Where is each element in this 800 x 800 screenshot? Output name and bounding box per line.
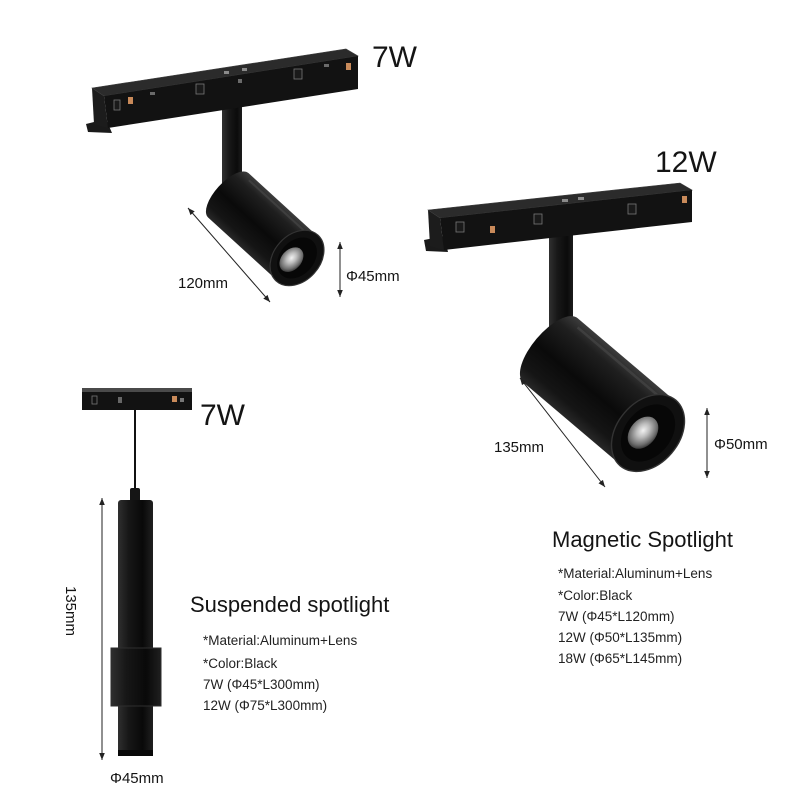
copper-contact [346, 63, 351, 70]
top-marker [242, 68, 247, 71]
suspended-spotlight-specs: Suspended spotlight *Material:Aluminum+L… [190, 592, 389, 713]
spec-title: Magnetic Spotlight [552, 527, 733, 552]
wattage-label: 7W [372, 41, 418, 74]
length-dimension-line [187, 207, 271, 303]
magnetic-spotlight-specs: Magnetic Spotlight *Material:Aluminum+Le… [552, 527, 733, 666]
contact-slot [533, 213, 543, 225]
top-marker [224, 71, 229, 74]
spec-title: Suspended spotlight [190, 592, 389, 617]
suspended-spotlight-7w: 7W 135mm Φ45mm [62, 388, 246, 787]
contact-slot [118, 397, 122, 403]
pendant-bottom-cap [118, 750, 153, 756]
spec-line: 12W (Φ75*L300mm) [203, 698, 327, 713]
contact-slot [293, 68, 303, 80]
magnetic-spotlight-12w: 12W 135mm Φ50mm [424, 146, 768, 488]
track-adapter [424, 182, 693, 252]
diameter-label: Φ45mm [110, 770, 164, 787]
top-marker [578, 197, 584, 200]
spec-line: 7W (Φ45*L300mm) [203, 677, 320, 692]
adapter-left-face [92, 88, 108, 128]
copper-contact [128, 97, 133, 104]
pendant-collar [110, 647, 162, 707]
pendant-cylinder [118, 500, 153, 756]
diameter-label: Φ50mm [714, 436, 768, 453]
length-dimension-line [519, 377, 606, 488]
adapter-stem [549, 234, 573, 330]
contact-slot [324, 64, 329, 67]
contact-slot [195, 83, 205, 95]
spec-line: *Material:Aluminum+Lens [203, 633, 357, 648]
contact-slot [238, 79, 242, 83]
contact-slot [455, 221, 465, 233]
length-label: 135mm [494, 439, 544, 456]
copper-contact [172, 396, 177, 402]
top-marker [562, 199, 568, 202]
diameter-label: Φ45mm [346, 268, 400, 285]
contact-slot [180, 398, 184, 402]
stem-tube [549, 234, 573, 330]
adapter-top-face [82, 388, 192, 392]
spec-line: 18W (Φ65*L145mm) [558, 651, 682, 666]
stem-tube [222, 106, 242, 190]
contact-slot [627, 203, 637, 215]
contact-slot [113, 99, 121, 111]
adapter-stem [222, 106, 242, 190]
body-highlight [576, 326, 667, 404]
spec-line: *Color:Black [558, 588, 633, 603]
magnetic-spotlight-7w: 7W 120mm Φ45mm [86, 41, 418, 303]
spec-line: *Material:Aluminum+Lens [558, 566, 712, 581]
track-adapter [82, 388, 192, 410]
copper-contact [490, 226, 495, 233]
contact-slot [150, 92, 155, 95]
cable-connector [130, 488, 140, 502]
length-label: 120mm [178, 275, 228, 292]
track-adapter [86, 48, 359, 133]
spec-line: 7W (Φ45*L120mm) [558, 609, 675, 624]
contact-slot [91, 395, 98, 405]
spec-line: 12W (Φ50*L135mm) [558, 630, 682, 645]
lens [627, 416, 659, 449]
lens [279, 247, 304, 273]
copper-contact [682, 196, 687, 203]
spotlight-body [519, 316, 686, 473]
spec-line: *Color:Black [203, 656, 278, 671]
adapter-left-face [428, 210, 444, 250]
wattage-label: 7W [200, 399, 246, 432]
adapter-body [82, 392, 192, 410]
wattage-label: 12W [655, 146, 717, 179]
length-label: 135mm [62, 586, 79, 636]
body-highlight [248, 179, 312, 238]
